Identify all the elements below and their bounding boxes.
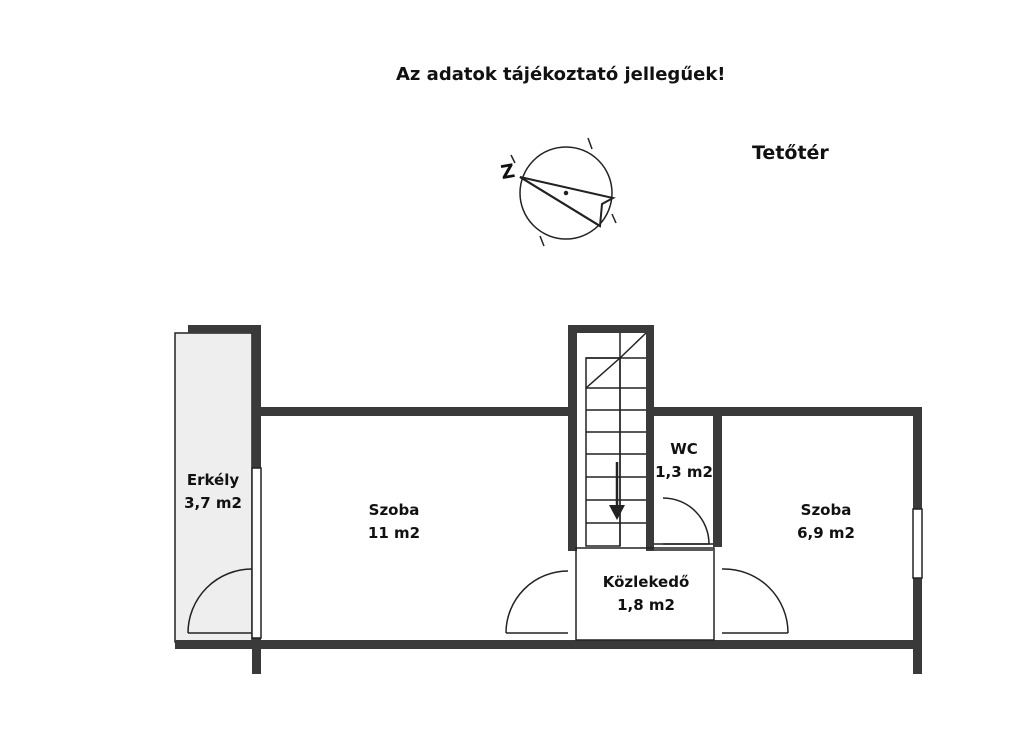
room-area: 1,8 m2 <box>617 596 675 614</box>
room-balcony: Erkély 3,7 m2 <box>172 469 254 515</box>
room-wc: WC 1,3 m2 <box>647 438 721 484</box>
room-area: 6,9 m2 <box>797 524 855 542</box>
room-name: WC <box>670 440 698 458</box>
floor-label: Tetőtér <box>752 142 829 164</box>
compass-north-letter: Z <box>499 160 516 184</box>
room-szoba-1: Szoba 11 m2 <box>344 499 444 545</box>
interior-lines <box>187 332 923 641</box>
stair-arrow-icon <box>609 505 625 520</box>
disclaimer-text: Az adatok tájékoztató jellegűek! <box>396 64 726 85</box>
room-corridor: Közlekedő 1,8 m2 <box>586 571 706 617</box>
room-szoba-2: Szoba 6,9 m2 <box>776 499 876 545</box>
compass-icon: Z <box>499 137 617 247</box>
room-area: 11 m2 <box>367 524 421 542</box>
room-area: 3,7 m2 <box>184 494 242 512</box>
room-name: Szoba <box>800 501 852 519</box>
walls <box>175 325 922 674</box>
room-name: Szoba <box>368 501 420 519</box>
room-name: Közlekedő <box>602 573 690 591</box>
room-area: 1,3 m2 <box>655 463 713 481</box>
room-name: Erkély <box>186 471 240 489</box>
